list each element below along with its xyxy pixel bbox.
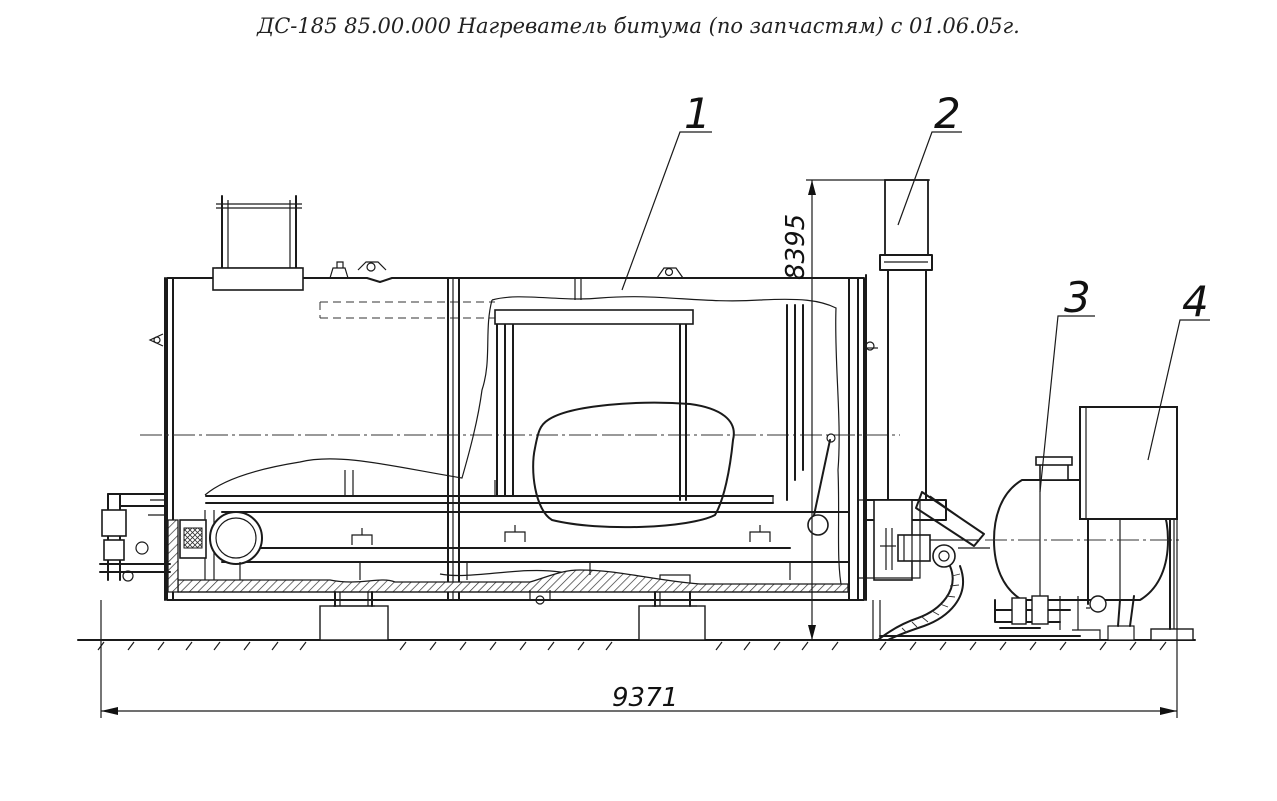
callout-leaders: [621, 131, 1210, 493]
page-title: ДС-185 85.00.000 Нагреватель битума (по …: [257, 14, 1020, 38]
callout-1: 1: [684, 89, 711, 138]
length-dimension: [100, 520, 1178, 718]
callout-2: 2: [934, 89, 961, 138]
ground-line: [77, 639, 1196, 651]
chimney-unit: [857, 179, 990, 641]
heater-tank: [99, 195, 900, 607]
foundation-blocks: [319, 574, 1194, 641]
control-cabinet: [1079, 406, 1178, 630]
height-dimension-label: 8395: [781, 214, 811, 280]
ladder: [212, 195, 304, 291]
callout-4: 4: [1182, 277, 1209, 326]
height-dimension: [806, 179, 930, 640]
callout-3: 3: [1064, 273, 1091, 322]
valve-assembly: [99, 493, 207, 582]
fuel-tank: [879, 456, 1180, 640]
length-dimension-label: 9371: [612, 683, 678, 713]
